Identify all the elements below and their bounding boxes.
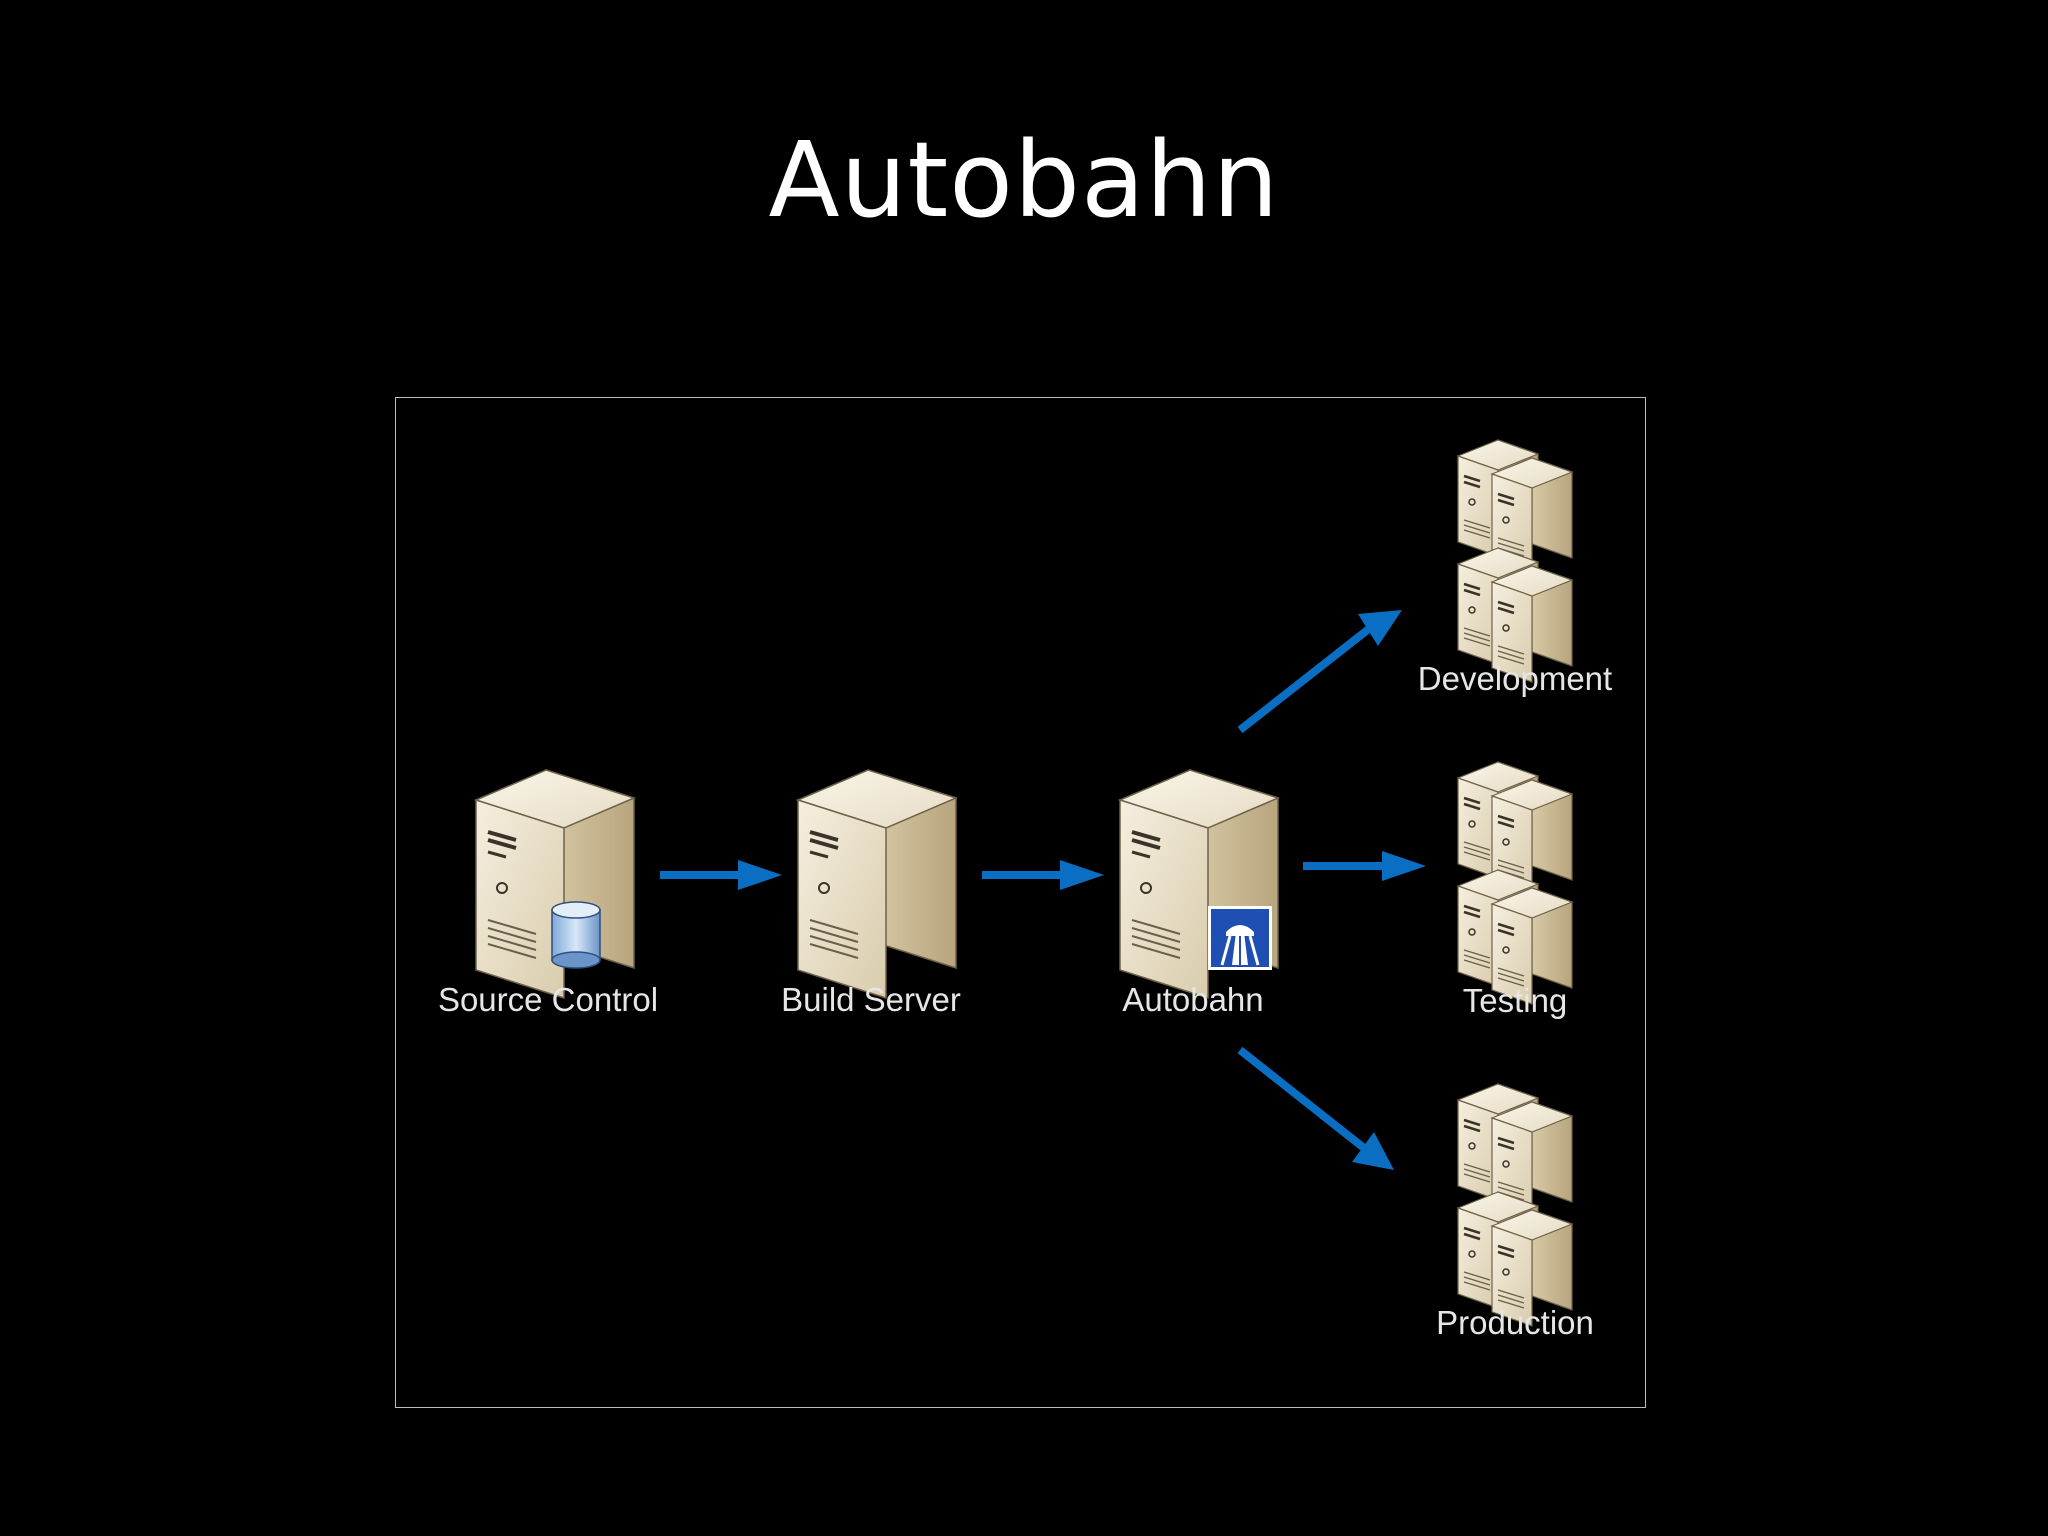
node-label-source-control: Source Control (438, 981, 658, 1018)
arrows (660, 610, 1426, 1170)
node-source-control: Source Control (438, 768, 658, 1018)
arrow-autobahn-to-development (1237, 610, 1402, 734)
slide-title: Autobahn (768, 119, 1280, 241)
node-build-server: Build Server (781, 768, 961, 1018)
server-icon (796, 768, 958, 1000)
node-label-testing: Testing (1463, 982, 1568, 1019)
autobahn-sign-icon (1208, 906, 1272, 970)
arrow-source-to-build (660, 860, 782, 890)
node-label-development: Development (1418, 660, 1612, 697)
node-development: Development (1418, 440, 1612, 697)
node-testing: Testing (1458, 762, 1572, 1019)
server-with-autobahn-sign-icon (1118, 768, 1280, 1000)
database-icon (551, 901, 601, 969)
server-cluster-icon (1458, 1084, 1572, 1326)
node-production: Production (1436, 1084, 1594, 1341)
server-cluster-icon (1458, 762, 1572, 1004)
arrow-autobahn-to-production (1237, 1046, 1394, 1170)
node-autobahn: Autobahn (1118, 768, 1280, 1018)
arrow-build-to-autobahn (982, 860, 1104, 890)
arrow-autobahn-to-testing (1303, 851, 1426, 881)
server-with-database-icon (474, 768, 636, 1000)
node-label-build-server: Build Server (781, 981, 961, 1018)
node-label-production: Production (1436, 1304, 1594, 1341)
node-label-autobahn: Autobahn (1122, 981, 1263, 1018)
server-cluster-icon (1458, 440, 1572, 682)
